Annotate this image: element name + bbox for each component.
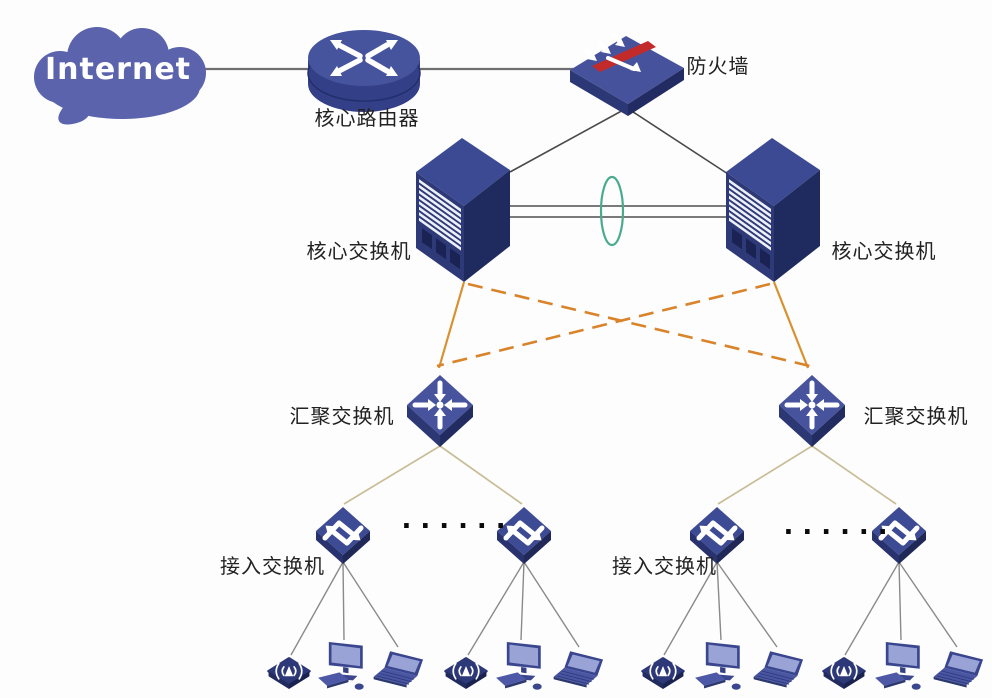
link-aggL-accessL1 (343, 445, 441, 505)
link-coreR-aggR (772, 281, 810, 369)
desktop-pc-3-icon (695, 642, 747, 692)
laptop-4-icon (932, 648, 988, 694)
aggregation-switch-left-icon (401, 367, 479, 451)
internet-cloud: Internet (34, 27, 206, 125)
access-switch-left-label: 接入交换机 (220, 556, 325, 578)
desktop-pc-4-icon (875, 642, 927, 692)
aggregation-switch-right-icon (773, 367, 851, 451)
backup-link-coreR-aggL (436, 282, 771, 368)
link-aggR-accessR1 (717, 445, 813, 505)
link-firewall-coreswitch-right (626, 107, 729, 175)
laptop-2-icon (552, 648, 608, 694)
wireless-ap-2-icon (443, 652, 489, 692)
core-switch-right-label: 核心交换机 (831, 241, 937, 263)
link-aggR-accessR2 (811, 445, 897, 505)
wireless-ap-1-icon (266, 652, 312, 692)
access-switch-right-label: 接入交换机 (612, 556, 717, 578)
link-aggL-accessL2 (439, 445, 523, 505)
cloud-tail (58, 103, 91, 125)
link-firewall-coreswitch-left (509, 107, 628, 173)
drops-access-switch-2 (467, 561, 580, 656)
internet-label: Internet (45, 52, 191, 87)
core-switch-left-label: 核心交换机 (306, 241, 412, 263)
link-aggregation-ellipse (599, 175, 625, 247)
drops-access-switch-3 (663, 561, 778, 656)
desktop-pc-1-icon (318, 642, 370, 692)
firewall-stripe (592, 41, 656, 72)
aggregation-switch-right-label: 汇聚交换机 (863, 406, 969, 428)
desktop-pc-2-icon (496, 642, 548, 692)
core-router-label: 核心路由器 (314, 108, 420, 130)
laptop-1-icon (372, 648, 428, 694)
core-switch-right-icon (722, 126, 824, 286)
wireless-ap-3-icon (640, 652, 686, 692)
firewall-icon (570, 34, 684, 116)
core-switch-left-icon (412, 126, 514, 286)
firewall-label: 防火墙 (686, 56, 750, 78)
more-switches-ellipsis-left: ...... (398, 502, 512, 535)
drops-access-switch-4 (844, 561, 958, 656)
laptop-3-icon (752, 648, 808, 694)
core-router-icon (307, 30, 421, 112)
link-coreL-aggL (437, 281, 466, 369)
aggregation-switch-left-label: 汇聚交换机 (289, 406, 395, 428)
drops-access-switch-1 (290, 561, 399, 656)
backup-link-coreL-aggR (467, 282, 811, 368)
more-switches-ellipsis-right: ...... (780, 508, 894, 541)
wireless-ap-4-icon (821, 652, 867, 692)
